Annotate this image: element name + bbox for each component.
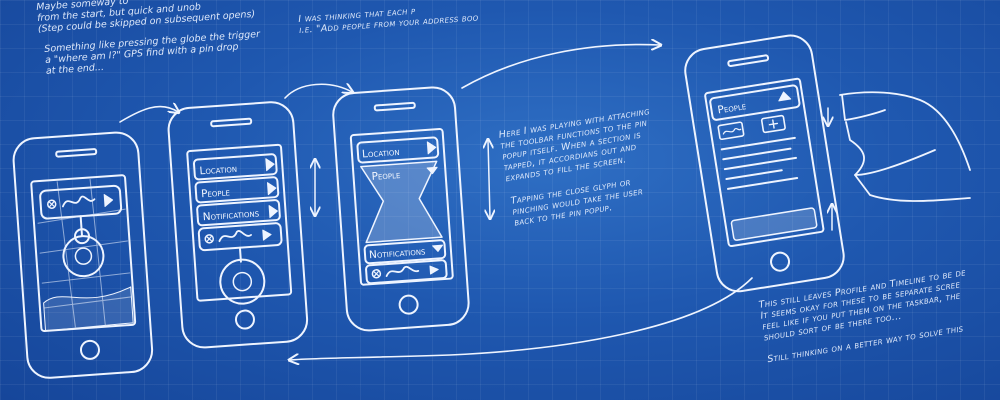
close-glyph-icon [204,234,215,244]
phone2-menu-location: Location [199,163,237,178]
phone3-menu-location: Location [362,146,400,161]
close-glyph-icon [371,269,382,279]
add-person-icon [760,114,786,134]
flow-arrow-2-3 [284,84,352,99]
accordion-arrow [488,140,490,218]
flow-arrow-back [290,277,753,360]
phone2-menu-people: People [201,186,231,200]
phone3-menu-people: People [371,169,401,183]
phone-2-menu-sketch: Location People Notifications [167,101,309,349]
phone-4-people-sketch: People [684,34,845,293]
pinching-hand-sketch [828,91,971,231]
phone-3-accordion-sketch: Location People Notifications [332,86,470,332]
phone3-menu-notifications: Notifications [369,245,427,261]
phone4-title-people: People [717,100,747,116]
phone-1-map-sketch [12,131,154,379]
close-glyph-icon [46,199,57,209]
flow-arrow-1-2 [119,107,178,123]
flow-arrow-3-4 [461,45,660,89]
phone2-menu-notifications: Notifications [202,207,260,223]
